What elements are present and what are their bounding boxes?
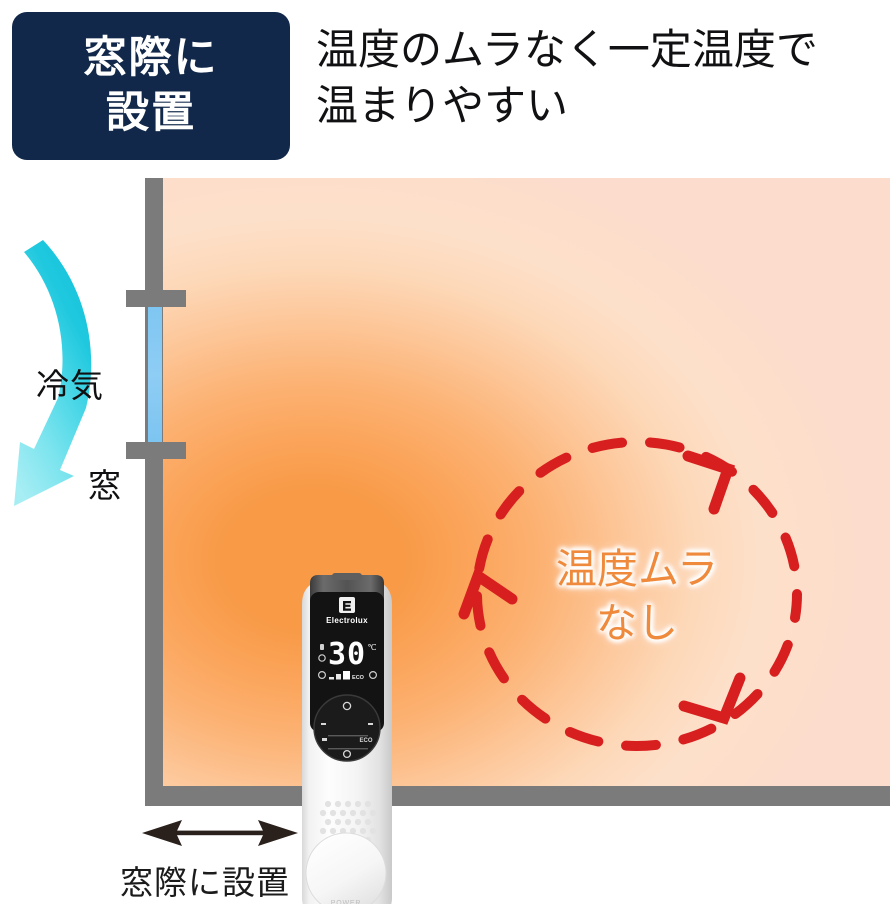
cold-air-arrow	[0, 230, 130, 510]
headline-line-2: 温まりやすい	[316, 82, 569, 130]
arrowhead-bottom-right	[678, 672, 746, 725]
wall-vertical	[145, 178, 163, 790]
window-frame-top	[126, 290, 186, 307]
power-button-icon	[342, 701, 352, 711]
arrowhead-left-up	[458, 567, 518, 620]
minus-button-icon	[321, 723, 326, 725]
double-headed-arrow-icon	[142, 820, 298, 846]
electrolux-logo: Electrolux	[326, 597, 368, 625]
circulation-indicator: 温度ムラ なし	[452, 426, 822, 766]
window-label: 窓	[88, 467, 122, 504]
mode-button-icon	[322, 738, 327, 741]
room-illustration: 冷気 窓 温度ムラ	[0, 178, 894, 904]
level-bar-indicator: ECO	[317, 670, 377, 681]
curved-down-arrow-icon	[14, 240, 92, 506]
placement-caption: 窓際に設置	[120, 864, 290, 901]
arrowhead-top-right	[682, 450, 736, 515]
down-button-icon	[342, 749, 352, 759]
dashed-circular-arrow-icon	[458, 437, 802, 751]
cold-air-label: 冷気	[36, 367, 104, 404]
floor-horizontal	[145, 786, 890, 806]
header-badge: 窓際に 設置	[12, 12, 290, 160]
svg-text:Electrolux: Electrolux	[326, 616, 368, 625]
plus-button-icon	[368, 723, 373, 725]
window-frame-bottom	[126, 442, 186, 459]
heat-gradient-field	[163, 178, 890, 786]
oil-heater-device: Electrolux 30 ℃	[280, 568, 415, 904]
header-badge-line-1: 窓際に	[83, 33, 219, 82]
page-title: 温度のムラなく一定温度で 温まりやすい	[316, 22, 876, 135]
lcd-display: 30 ℃ ECO	[317, 637, 377, 681]
svg-text:℃: ℃	[368, 643, 377, 652]
power-dial[interactable]: POWER	[305, 832, 387, 904]
control-pad[interactable]: ECO	[313, 694, 381, 762]
heater-handle-slot	[332, 573, 362, 580]
header-badge-line-2: 設置	[106, 89, 196, 137]
window-glass	[148, 306, 162, 444]
power-dial-label: POWER	[331, 900, 361, 904]
svg-text:30: 30	[328, 637, 366, 672]
indicator-icons	[318, 644, 326, 662]
svg-text:ECO: ECO	[352, 675, 365, 681]
placement-distance-arrow	[140, 818, 300, 848]
svg-text:ECO: ECO	[359, 738, 372, 744]
headline-line-1: 温度のムラなく一定温度で	[316, 26, 818, 73]
control-panel	[310, 592, 384, 732]
